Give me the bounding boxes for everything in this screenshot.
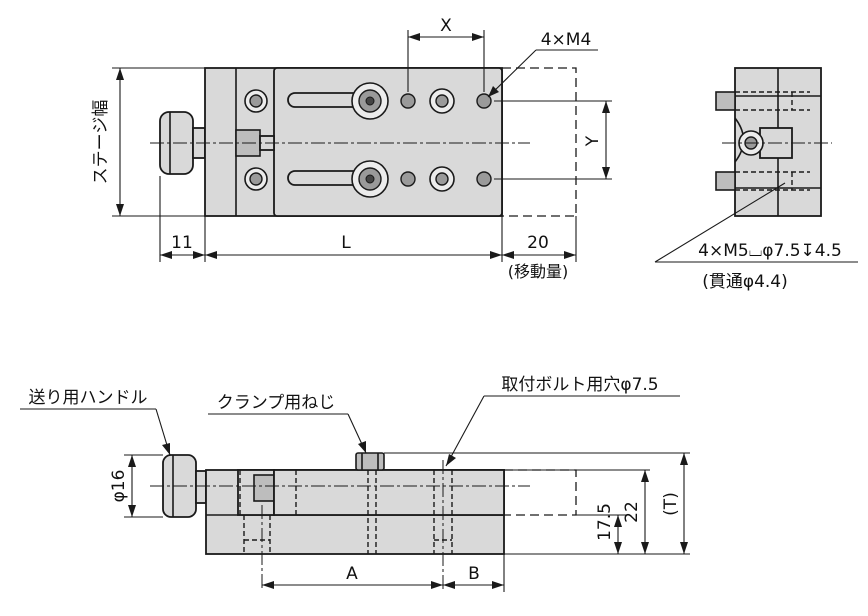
tapped-hole-m4 bbox=[476, 171, 492, 187]
dim-17-5: 17.5 bbox=[595, 503, 615, 541]
dim-Y: Y bbox=[583, 135, 603, 147]
slot-upper bbox=[287, 92, 361, 108]
dim-L: L bbox=[341, 233, 351, 253]
stage-width-label: ステージ幅 bbox=[91, 100, 111, 185]
side-view: 4×M5⌴φ7.5↧4.5 (貫通φ4.4) bbox=[654, 67, 858, 292]
tapped-holes-label: 4×M4 bbox=[541, 30, 592, 50]
dim-A: A bbox=[346, 564, 358, 584]
tapped-hole-m4 bbox=[476, 93, 492, 109]
tapped-hole-m4 bbox=[400, 93, 416, 109]
clamp-label: クランプ用ねじ bbox=[217, 393, 336, 413]
dim-22: 22 bbox=[622, 501, 642, 523]
through-hole-label: (貫通φ4.4) bbox=[702, 272, 788, 292]
stage-top bbox=[273, 67, 503, 217]
slot-lower bbox=[287, 170, 361, 186]
dim-11: 11 bbox=[171, 233, 193, 253]
clamp-screw bbox=[355, 452, 385, 471]
counterbore-label: 4×M5⌴φ7.5↧4.5 bbox=[698, 241, 842, 261]
travel-label: (移動量) bbox=[508, 262, 569, 281]
dim-B: B bbox=[468, 564, 480, 584]
dim-phi16: φ16 bbox=[109, 470, 129, 503]
tapped-hole-m4 bbox=[400, 171, 416, 187]
dim-T: (T) bbox=[661, 492, 681, 516]
dim-X: X bbox=[440, 16, 452, 36]
front-stage bbox=[273, 469, 505, 516]
mount-hole-label: 取付ボルト用穴φ7.5 bbox=[501, 375, 658, 395]
top-view: ステージ幅 11 L 20 (移動量) X Y 4×M4 bbox=[91, 16, 612, 281]
dim-20: 20 bbox=[527, 233, 549, 253]
front-view: φ16 17.5 22 (T) A B 送り用ハンドル bbox=[20, 375, 690, 592]
handle-label: 送り用ハンドル bbox=[29, 388, 148, 408]
